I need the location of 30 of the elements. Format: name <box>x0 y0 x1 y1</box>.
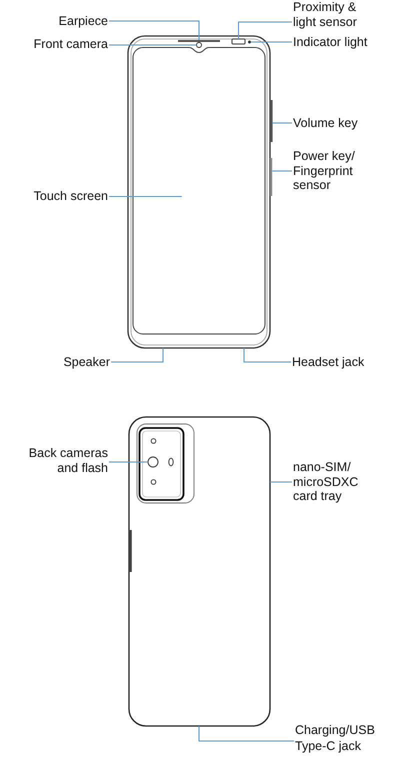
leader-line <box>272 170 292 172</box>
leader-line <box>272 122 292 124</box>
callout-label: Indicator light <box>293 35 368 50</box>
phone-front-view <box>127 35 273 349</box>
callout-label: Power key/ Fingerprint sensor <box>293 149 361 192</box>
leader-line <box>244 348 292 362</box>
leader-line <box>238 22 292 40</box>
callout-label: Speaker <box>63 354 110 370</box>
power-key <box>270 158 272 196</box>
leader-line <box>108 196 182 197</box>
proximity-sensor <box>232 38 246 44</box>
front-camera-lens <box>196 42 202 48</box>
camera-lens <box>148 456 158 468</box>
leader-line <box>110 348 164 362</box>
callout-label: Front camera <box>34 37 108 52</box>
callout-label: nano-SIM/ microSDXC card tray <box>293 460 365 504</box>
callout-label: Touch screen <box>34 189 108 204</box>
callout-label: Headset jack <box>292 354 364 370</box>
callout-label: Back cameras and flash <box>24 446 108 476</box>
phone-back-view <box>128 416 271 727</box>
callout-label: Proximity & light sensor <box>293 0 371 30</box>
volume-key <box>270 100 273 142</box>
touch-screen <box>132 47 266 334</box>
leader-line <box>108 20 200 40</box>
callout-label: Volume key <box>293 116 358 130</box>
leader-line <box>198 726 294 742</box>
indicator-light <box>248 40 251 44</box>
callout-label: Earpiece <box>58 14 108 28</box>
callout-label: Charging/USB Type-C jack <box>295 723 381 754</box>
leader-line <box>108 44 197 46</box>
